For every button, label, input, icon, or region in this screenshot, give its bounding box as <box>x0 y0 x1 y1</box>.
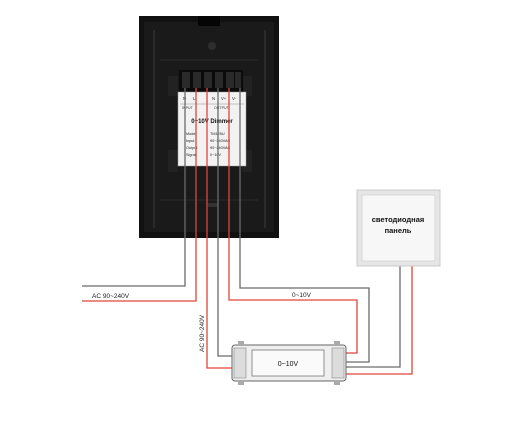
wire-ac-to-driver-red <box>206 88 232 369</box>
wire-ac-line <box>82 88 197 302</box>
wire-driver-to-panel-gray <box>346 265 401 368</box>
spec-label: N L N V+ V- INPUT OUTPUT 0~10V Dimmer Mo… <box>177 91 247 167</box>
wire-ac-neutral <box>82 88 186 287</box>
spec-key-input: Input <box>186 139 195 143</box>
terminal-label-n-out: N <box>212 96 215 101</box>
terminal-label-vplus: V+ <box>221 96 227 101</box>
ac-vertical-label: AC 90~240V <box>199 314 206 352</box>
ac-input-label: AC 90~240V <box>92 293 130 300</box>
terminal-label-l-in: L <box>193 96 196 101</box>
spec-value-signal: 0~10V <box>210 153 222 157</box>
terminal-label-vminus: V- <box>232 96 237 101</box>
spec-value-output: 90~240VAC <box>210 146 231 150</box>
led-panel-label-line2: панель <box>385 226 412 235</box>
spec-key-model: Model <box>186 132 196 136</box>
output-label: OUTPUT <box>214 106 230 110</box>
input-label: INPUT <box>182 106 194 110</box>
wire-ac-to-driver-gray <box>217 88 232 357</box>
driver-label: 0~10V <box>278 361 299 368</box>
led-driver: 0~10V <box>231 341 347 385</box>
wire-driver-to-panel-red <box>346 265 413 375</box>
led-panel-label-line1: светодиодная <box>372 215 425 224</box>
dimmer-switch: N L N V+ V- INPUT OUTPUT 0~10V Dimmer Mo… <box>139 16 279 238</box>
spec-key-signal: Signal <box>186 153 197 157</box>
terminal-block <box>179 70 243 92</box>
wire-signal-vplus <box>228 88 358 354</box>
wire-signal-vminus <box>239 88 370 363</box>
spec-key-output: Output <box>186 146 198 150</box>
wires <box>82 88 413 375</box>
dimmer-title: 0~10V Dimmer <box>191 119 233 125</box>
signal-label: 0~10V <box>292 292 312 299</box>
spec-value-input: 90~240VAC <box>210 139 231 143</box>
led-panel: светодиодная панель <box>356 189 441 267</box>
